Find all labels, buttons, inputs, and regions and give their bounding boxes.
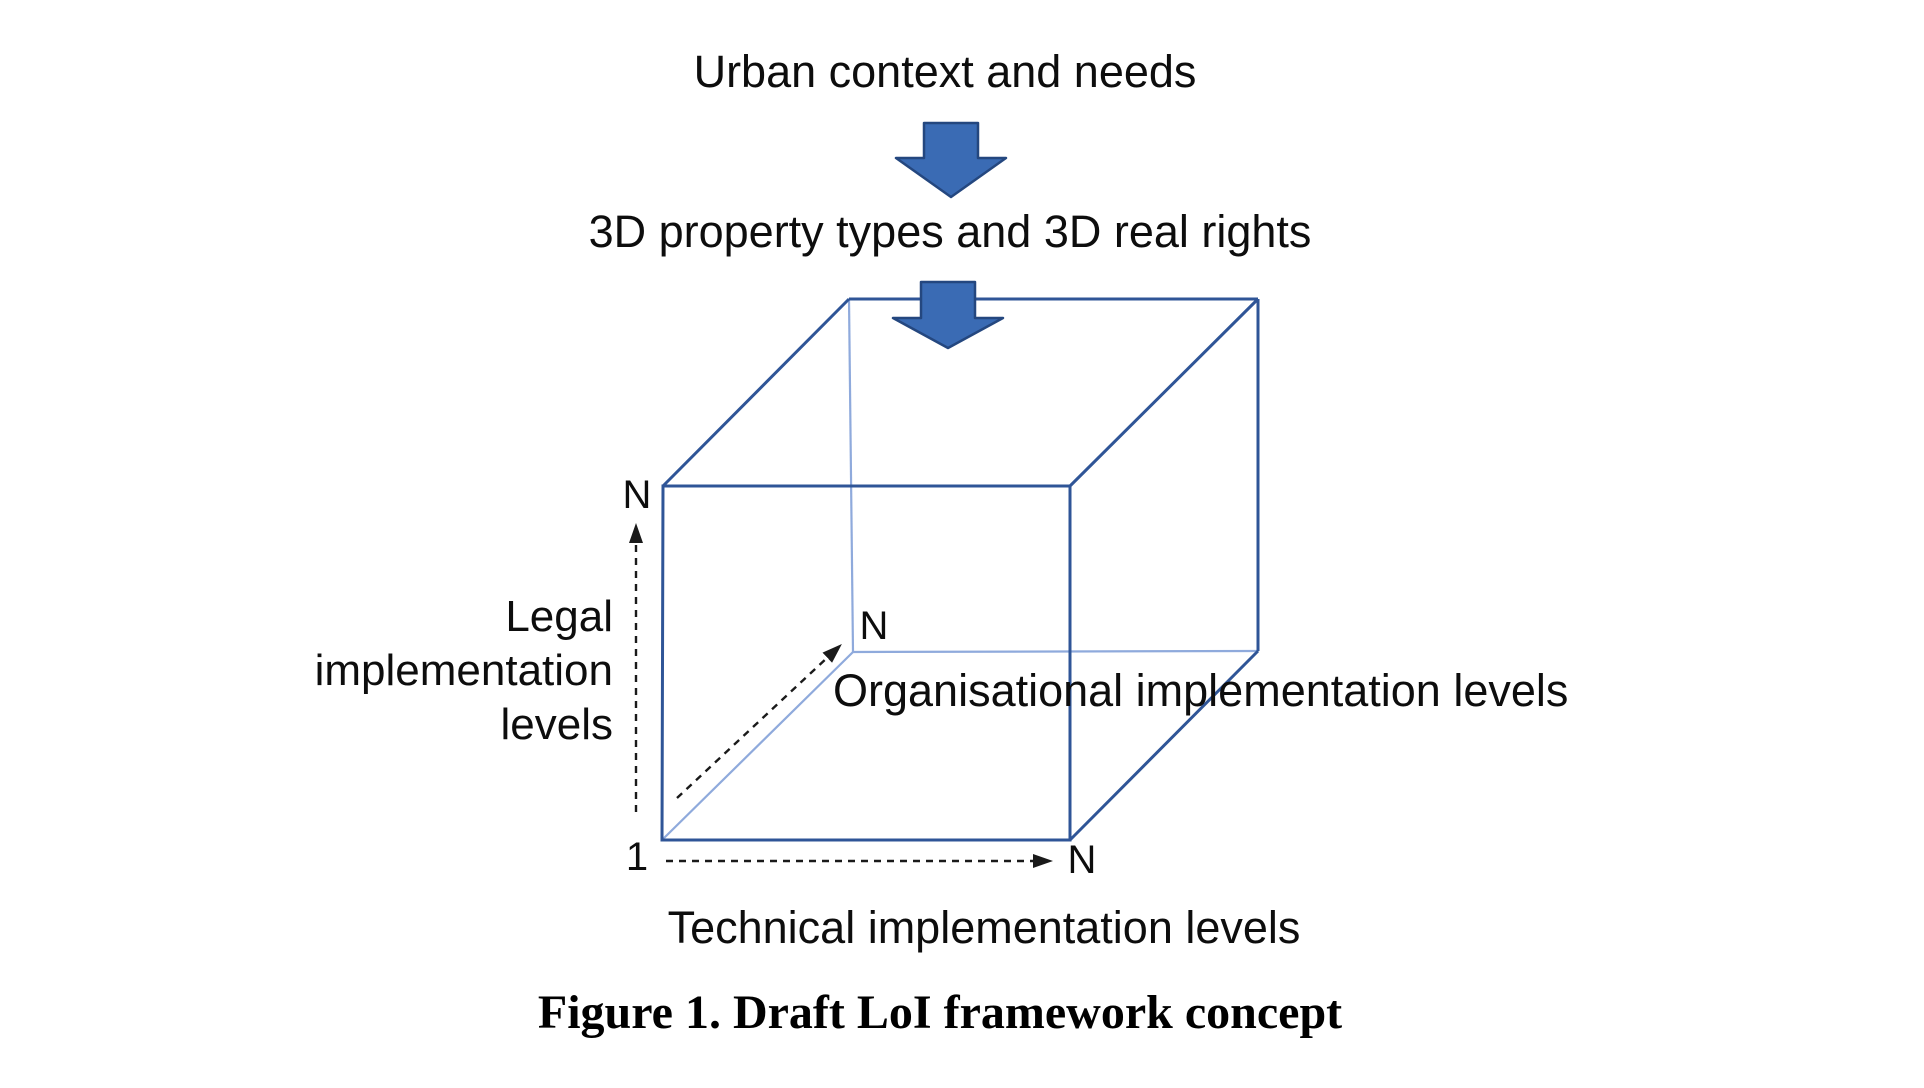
cube-front-face bbox=[660, 484, 1072, 842]
organisational-axis-max-label: N bbox=[859, 604, 889, 648]
cube-edge-bottom-left-depth bbox=[661, 651, 854, 841]
flow-step-3d-property: 3D property types and 3D real rights bbox=[588, 206, 1312, 257]
cube-edge-back-left-vertical bbox=[847, 298, 855, 653]
legal-axis-label-line2: implementation bbox=[314, 646, 613, 695]
cube-edge-bottom-right-depth bbox=[1068, 649, 1260, 842]
cube-axis-arrows bbox=[629, 523, 1053, 868]
technical-axis-max-label: N bbox=[1067, 838, 1097, 882]
axes-origin-label: 1 bbox=[625, 835, 649, 879]
cube-hidden-edges bbox=[661, 298, 1259, 841]
cube-edge-top-right-depth bbox=[1068, 297, 1260, 488]
flow-step-urban-context: Urban context and needs bbox=[693, 46, 1197, 97]
organisational-axis-arrow bbox=[676, 644, 842, 799]
down-arrow-icon-1 bbox=[894, 121, 1008, 199]
organisational-axis-label: Organisational implementation levels bbox=[833, 665, 1569, 716]
cube-edge-top-left-depth bbox=[661, 297, 851, 488]
legal-axis-label: Legal implementation levels bbox=[315, 590, 613, 752]
flow-arrows bbox=[891, 121, 1008, 350]
cube-visible-edges bbox=[660, 297, 1260, 842]
legal-axis-label-line1: Legal bbox=[505, 592, 613, 641]
legal-axis-label-line3: levels bbox=[500, 700, 614, 749]
down-arrow-icon-2 bbox=[891, 280, 1005, 350]
legal-axis-max-label: N bbox=[622, 473, 652, 517]
technical-axis-label: Technical implementation levels bbox=[667, 902, 1301, 953]
figure-caption: Figure 1. Draft LoI framework concept bbox=[537, 986, 1343, 1039]
cube-edge-back-bottom bbox=[852, 649, 1259, 654]
